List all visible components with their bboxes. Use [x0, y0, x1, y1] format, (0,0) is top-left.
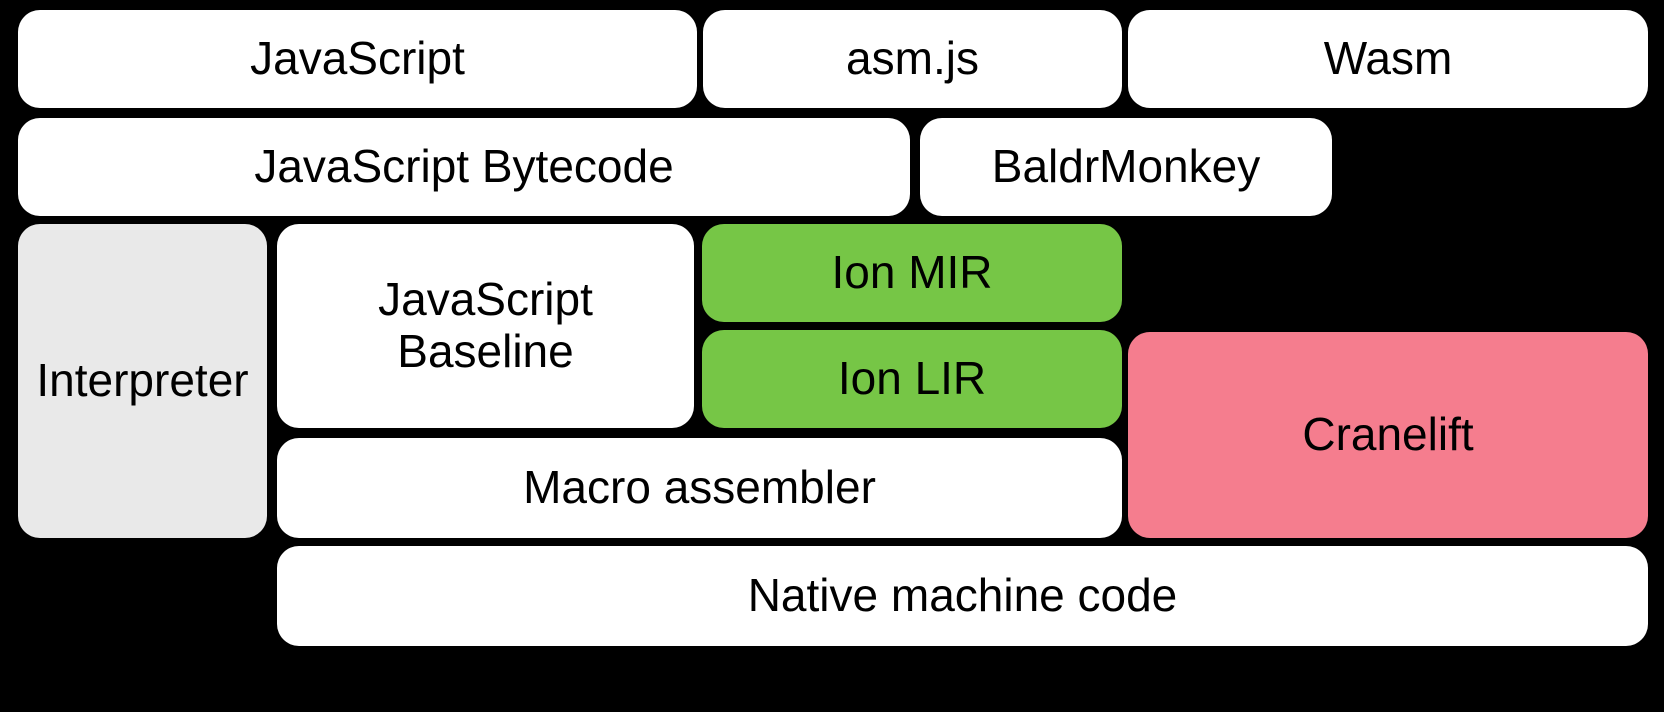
node-ion-lir[interactable]: Ion LIR	[702, 330, 1122, 428]
node-label: Wasm	[1323, 32, 1453, 85]
node-wasm[interactable]: Wasm	[1128, 10, 1648, 108]
node-macro-assembler[interactable]: Macro assembler	[277, 438, 1122, 538]
node-cranelift[interactable]: Cranelift	[1128, 332, 1648, 538]
node-native-machine-code[interactable]: Native machine code	[277, 546, 1648, 646]
node-label: Native machine code	[747, 569, 1178, 622]
node-label: Cranelift	[1302, 408, 1474, 461]
node-label: Ion MIR	[831, 246, 993, 299]
node-ion-mir[interactable]: Ion MIR	[702, 224, 1122, 322]
node-label: Macro assembler	[523, 461, 876, 514]
node-label: Interpreter	[36, 354, 249, 407]
node-javascript[interactable]: JavaScript	[18, 10, 697, 108]
node-asmjs[interactable]: asm.js	[703, 10, 1122, 108]
node-label: JavaScript	[250, 32, 465, 85]
node-javascript-bytecode[interactable]: JavaScript Bytecode	[18, 118, 910, 216]
node-label: JavaScript Bytecode	[254, 140, 674, 193]
node-label: Ion LIR	[837, 352, 987, 405]
node-label: JavaScript Baseline	[378, 273, 593, 377]
node-label: asm.js	[846, 32, 979, 85]
node-interpreter[interactable]: Interpreter	[18, 224, 267, 538]
node-baldrmonkey[interactable]: BaldrMonkey	[920, 118, 1332, 216]
node-label: BaldrMonkey	[991, 140, 1261, 193]
node-javascript-baseline[interactable]: JavaScript Baseline	[277, 224, 694, 428]
